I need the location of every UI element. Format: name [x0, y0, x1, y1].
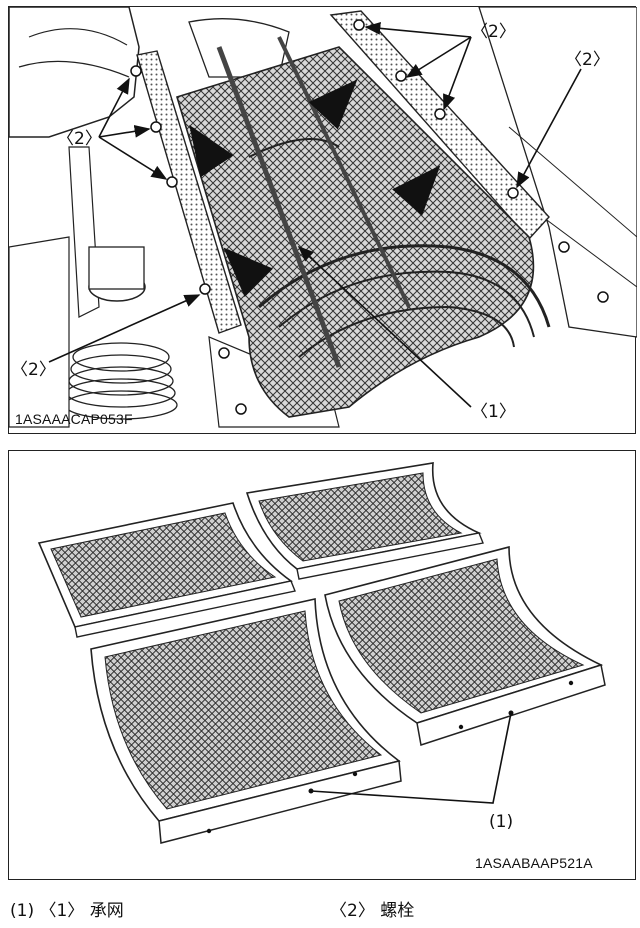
- top-illustration-panel: 〈2〉 〈2〉 〈2〉 〈2〉 〈1〉 1ASAAACAP053F: [8, 6, 637, 434]
- screen-parts-drawing: (1): [37, 462, 606, 844]
- screen-callout-bottom: (1): [489, 812, 513, 832]
- figure-code-top: 1ASAAACAP053F: [15, 411, 133, 427]
- screen-callout: 〈1〉: [471, 402, 516, 422]
- bolt-callout-left: 〈2〉: [57, 129, 102, 149]
- screen-part-lower-left: [90, 598, 402, 844]
- screen-part-lower-right: [324, 545, 606, 746]
- legend: (1) 〈1〉 承网 〈2〉 螺栓: [10, 896, 630, 924]
- bolt-callout-top-right: 〈2〉: [471, 22, 516, 42]
- bolt-callout-bottom-left: 〈2〉: [11, 360, 56, 380]
- bottom-illustration-panel: (1) 1ASAABAAP521A: [8, 450, 636, 880]
- legend-item-bolt: 〈2〉 螺栓: [330, 901, 415, 921]
- machine-screen-drawing: 〈2〉 〈2〉 〈2〉 〈2〉 〈1〉: [9, 7, 637, 428]
- bolt-callout-right: 〈2〉: [565, 50, 610, 70]
- screen-part-upper-right: [245, 462, 484, 580]
- figure-code-bottom: 1ASAABAAP521A: [475, 855, 593, 871]
- screen-part-upper-left: [37, 502, 296, 638]
- legend-item-screen: (1) 〈1〉 承网: [10, 901, 124, 921]
